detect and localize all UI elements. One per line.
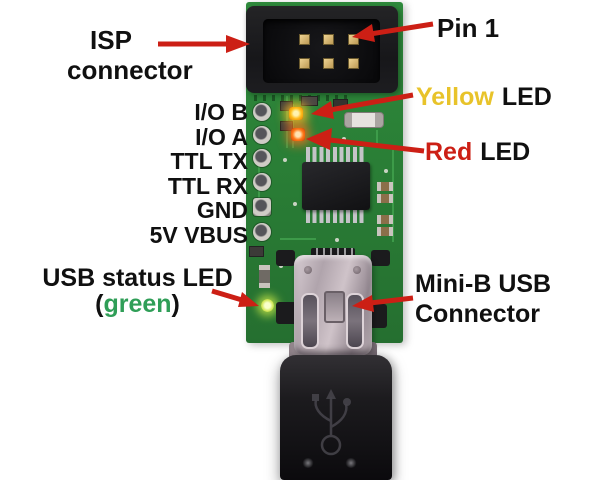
usb-shell-slot (346, 293, 364, 349)
io-a-pad (253, 126, 271, 144)
smd-resistor (377, 194, 393, 203)
usb-mount-clip (276, 250, 295, 266)
pcb-via (384, 169, 388, 173)
pcb-via (342, 137, 346, 141)
pin-label-ttl-tx: TTL TX (170, 148, 248, 174)
pin-label-io-a: I/O A (195, 123, 248, 150)
yellow-led-label-word: Yellow (416, 83, 494, 111)
smd-resistor (259, 265, 270, 288)
plug-highlight (345, 458, 357, 468)
isp-socket-cavity (263, 19, 380, 83)
pin1-label: Pin 1 (437, 13, 500, 43)
isp-pin (323, 58, 334, 69)
ttl-rx-pad (253, 173, 271, 191)
smd-component (333, 99, 348, 109)
pin-label-vbus: 5V VBUS (149, 221, 248, 248)
usb-shell-slot (301, 293, 319, 349)
pcb-trace (376, 130, 378, 148)
isp-connector-arrow (158, 35, 250, 53)
isp-pin-1 (299, 34, 310, 45)
isp-connector-label-line2: connector (67, 55, 193, 85)
pin-label-io-b: I/O B (194, 99, 248, 125)
smd-component (249, 246, 264, 257)
usb-status-led-green (261, 299, 274, 312)
red-led-label-suffix: LED (480, 138, 531, 166)
ic-leads (306, 147, 366, 163)
mini-b-usb-label-line1: Mini-B USB (415, 270, 552, 298)
pcb-trace (292, 104, 294, 148)
usb-shell-dimple (304, 266, 312, 274)
isp-pin (323, 34, 334, 45)
pcb-via (335, 238, 339, 242)
isp-connector-label-line1: ISP (90, 25, 132, 55)
smd-component (280, 121, 293, 131)
yellow-led-label-suffix: LED (501, 83, 552, 111)
usb-status-led-label-line1: USB status LED (42, 264, 233, 292)
ic-chip (302, 162, 370, 210)
smd-component (301, 96, 318, 106)
pin-label-ttl-rx: TTL RX (167, 172, 248, 199)
pcb-trace (392, 150, 394, 242)
paren-close: ) (171, 290, 180, 318)
ttl-tx-pad (253, 149, 271, 167)
plug-highlight (302, 458, 314, 468)
smd-resistor (377, 215, 393, 224)
isp-pin (299, 58, 310, 69)
usb-mount-clip (371, 250, 390, 266)
mini-b-usb-label-line2: Connector (415, 300, 540, 328)
usb-shell-dimple (353, 266, 361, 274)
ic-leads (306, 209, 366, 223)
smd-resistor (377, 182, 393, 191)
red-led (291, 128, 305, 141)
gnd-pad (253, 198, 271, 216)
isp-pin (348, 34, 359, 45)
pcb-via (283, 158, 287, 162)
isp-pin (348, 58, 359, 69)
paren-open: ( (95, 290, 104, 318)
pin-label-gnd: GND (196, 197, 248, 223)
usb-status-led-label-line2: (green) (30, 292, 245, 317)
usb-cable-plug (280, 355, 392, 480)
pin-label-column: I/O B I/O A TTL TX TTL RX GND 5V VBUS (138, 100, 248, 247)
smd-component (280, 101, 293, 111)
resonator-component (344, 112, 384, 128)
usb-status-led-label-word: green (103, 290, 172, 318)
usb-trident-icon (312, 389, 351, 456)
smd-resistor (377, 227, 393, 236)
vbus-pad (253, 223, 271, 241)
pcb-trace (280, 238, 316, 240)
pcb-via (279, 264, 283, 268)
mini-b-usb-label: Mini-B USB Connector (415, 272, 551, 327)
io-b-pad (253, 103, 271, 121)
yellow-led (289, 107, 303, 120)
red-led-label-word: Red (425, 138, 473, 166)
pcb-via (293, 202, 297, 206)
usb-status-led-label: USB status LED (green) (30, 266, 245, 317)
usb-shell-tab (324, 291, 345, 323)
